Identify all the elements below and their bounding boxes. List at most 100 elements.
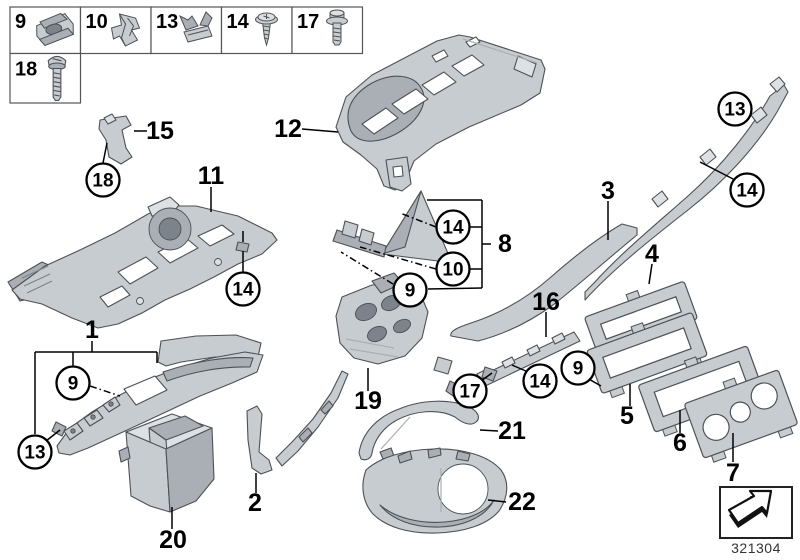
callout-circle-14[interactable]: 14 xyxy=(729,172,765,208)
part-15-bracket[interactable] xyxy=(98,115,133,165)
tapping-screw-icon xyxy=(255,12,278,47)
part-label-21[interactable]: 21 xyxy=(498,417,526,445)
spring-clip-icon xyxy=(110,13,141,47)
part-label-4[interactable]: 4 xyxy=(645,240,659,268)
part-label-22[interactable]: 22 xyxy=(508,488,536,516)
footer-layer: 321304 xyxy=(719,486,793,556)
part-1-shade xyxy=(162,357,254,382)
callout-number[interactable]: 9 xyxy=(68,374,79,395)
callout-number[interactable]: 14 xyxy=(529,372,551,393)
part-12-hole xyxy=(421,71,457,96)
part-20-side-face xyxy=(165,427,215,513)
callout-circle-17[interactable]: 17 xyxy=(452,373,488,409)
part-label-12[interactable]: 12 xyxy=(274,115,302,143)
flange-screw-icon xyxy=(326,9,348,46)
callout-ring xyxy=(225,271,261,307)
callout-circle-18[interactable]: 18 xyxy=(85,162,121,198)
part-12-hole xyxy=(391,88,429,115)
legend-cell-17[interactable] xyxy=(291,6,364,55)
part-3-tab xyxy=(699,148,717,166)
part-7-frame[interactable] xyxy=(682,363,800,465)
callout-number[interactable]: 17 xyxy=(459,382,480,403)
part-20-notch xyxy=(118,446,131,463)
callout-circle-14[interactable]: 14 xyxy=(522,363,558,399)
frame-dial-hole xyxy=(702,413,730,441)
parts-layer xyxy=(7,34,789,534)
callout-circle-13[interactable]: 13 xyxy=(717,91,753,127)
leader-line xyxy=(89,385,121,397)
part-12-flap-hole xyxy=(392,165,404,178)
part-label-16[interactable]: 16 xyxy=(532,288,560,316)
part-label-11[interactable]: 11 xyxy=(198,162,225,190)
part-22-opening xyxy=(437,463,489,515)
leader-line xyxy=(511,364,529,373)
callout-circle-10[interactable]: 10 xyxy=(435,251,471,287)
part-12-hole xyxy=(361,107,399,135)
callout-circle-9[interactable]: 9 xyxy=(560,350,596,386)
frame-dial-hole xyxy=(750,382,778,410)
callout-ring xyxy=(435,209,471,245)
part-1-knee-trim[interactable] xyxy=(56,351,264,456)
part-21-column-cover-upper[interactable] xyxy=(358,400,479,461)
leader-line xyxy=(487,499,507,503)
part-3-trim-strip-end[interactable] xyxy=(450,223,638,342)
part-label-2[interactable]: 2 xyxy=(248,489,262,517)
leader-line xyxy=(399,212,437,228)
callout-number[interactable]: 13 xyxy=(724,100,745,121)
callout-circle-14[interactable]: 14 xyxy=(435,209,471,245)
leader-line xyxy=(301,128,339,133)
fastener-mark xyxy=(51,421,67,437)
part-1-upper-flap[interactable] xyxy=(157,334,262,367)
part-label-8[interactable]: 8 xyxy=(498,230,512,258)
callout-circle-14[interactable]: 14 xyxy=(225,271,261,307)
part-detail-line xyxy=(21,265,49,279)
part-16-hook xyxy=(551,332,566,345)
part-12-slot xyxy=(431,49,449,63)
callout-number[interactable]: 14 xyxy=(442,218,464,239)
part-1-tab-hole xyxy=(70,428,76,434)
part-16-hook xyxy=(501,356,516,369)
part-12-hole xyxy=(451,54,485,77)
part-label-15[interactable]: 15 xyxy=(146,117,174,145)
part-1-tab-hole xyxy=(108,401,114,407)
callout-circle-9[interactable]: 9 xyxy=(55,365,91,401)
callout-number[interactable]: 18 xyxy=(92,171,113,192)
callout-number[interactable]: 9 xyxy=(405,281,416,302)
part-label-1[interactable]: 1 xyxy=(85,316,99,344)
fastener-bracket xyxy=(433,356,453,375)
legend-ref-18[interactable]: 18 xyxy=(15,59,37,81)
part-2-trim-strip[interactable] xyxy=(275,370,349,467)
callout-ring xyxy=(55,365,91,401)
fastener-legend: 9 10 13 14 17 18 xyxy=(9,6,364,104)
part-22-notch xyxy=(397,450,413,464)
legend-ref-9[interactable]: 9 xyxy=(15,11,26,33)
part-19-hole xyxy=(367,325,387,343)
legend-cell-14[interactable] xyxy=(220,6,293,55)
part-label-5[interactable]: 5 xyxy=(620,402,634,430)
part-2-trim-piece[interactable] xyxy=(246,405,273,475)
legend-ref-10[interactable]: 10 xyxy=(86,11,108,33)
callout-number[interactable]: 14 xyxy=(736,181,758,202)
leader-line xyxy=(427,287,483,290)
leader-line xyxy=(102,142,108,164)
callout-ring xyxy=(729,172,765,208)
part-label-3[interactable]: 3 xyxy=(601,177,615,205)
leader-line xyxy=(699,161,738,182)
part-label-20[interactable]: 20 xyxy=(159,526,187,554)
part-label-19[interactable]: 19 xyxy=(354,387,382,415)
callout-number[interactable]: 14 xyxy=(232,280,254,301)
legend-ref-17[interactable]: 17 xyxy=(297,11,319,33)
part-label-6[interactable]: 6 xyxy=(673,429,687,457)
legend-ref-13[interactable]: 13 xyxy=(156,11,178,33)
legend-cell-18[interactable] xyxy=(9,52,82,104)
part-20-front-face[interactable] xyxy=(125,431,171,513)
callout-number[interactable]: 9 xyxy=(573,359,584,380)
callout-circle-13[interactable]: 13 xyxy=(17,434,53,470)
callout-number[interactable]: 10 xyxy=(442,260,463,281)
legend-ref-14[interactable]: 14 xyxy=(227,11,250,33)
part-label-7[interactable]: 7 xyxy=(726,459,740,487)
callout-number[interactable]: 13 xyxy=(24,443,45,464)
part-22-notch xyxy=(455,450,471,462)
part-12-lower-dash-cover[interactable] xyxy=(335,34,546,191)
callout-circle-9[interactable]: 9 xyxy=(392,272,428,308)
